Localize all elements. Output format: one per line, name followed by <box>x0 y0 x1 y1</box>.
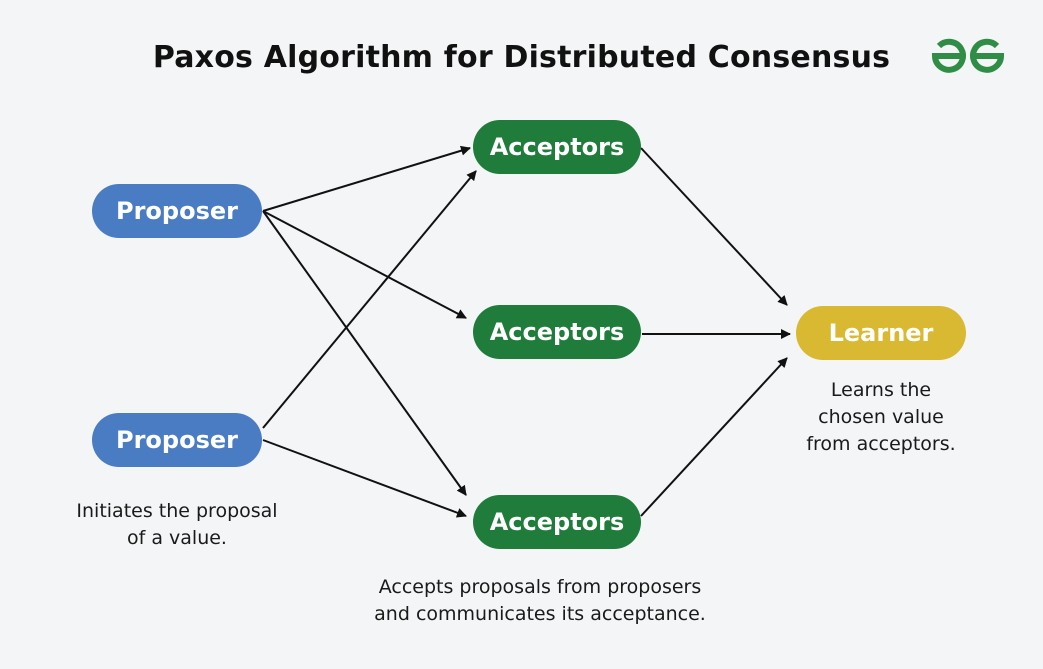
learner-caption: Learns the chosen value from acceptors. <box>781 377 981 458</box>
arrow-acceptor-top-to-learner <box>640 147 788 306</box>
proposer-caption-line: of a value. <box>127 527 227 549</box>
acceptor-label: Acceptors <box>489 133 625 161</box>
proposer-node-bottom: Proposer <box>92 413 262 467</box>
acceptor-label: Acceptors <box>489 508 625 536</box>
arrow-proposer-bottom-to-acceptor-bottom <box>262 439 467 518</box>
proposer-label: Proposer <box>116 426 238 454</box>
arrow-acceptor-bottom-to-learner <box>640 357 788 517</box>
geeksforgeeks-logo-icon <box>931 38 1005 73</box>
learner-caption-line: chosen value <box>818 406 944 428</box>
arrow-proposer-top-to-acceptor-bottom <box>262 210 467 496</box>
diagram-title-text: Paxos Algorithm for Distributed Consensu… <box>152 40 891 75</box>
arrow-proposer-bottom-to-acceptor-top <box>262 170 477 429</box>
proposer-label: Proposer <box>116 197 238 225</box>
acceptor-node-bottom: Acceptors <box>473 495 641 549</box>
acceptor-label: Acceptors <box>489 318 625 346</box>
arrow-proposer-top-to-acceptor-middle <box>262 210 467 319</box>
acceptor-node-middle: Acceptors <box>473 305 641 359</box>
acceptor-node-top: Acceptors <box>473 120 641 174</box>
diagram-title: Paxos Algorithm for Distributed Consensu… <box>0 40 1043 75</box>
arrow-proposer-top-to-acceptor-top <box>262 145 471 212</box>
acceptor-caption-line: and communicates its acceptance. <box>374 603 706 625</box>
learner-node: Learner <box>796 306 966 360</box>
acceptor-caption-line: Accepts proposals from proposers <box>378 576 702 598</box>
proposer-caption-line: Initiates the proposal <box>76 500 278 522</box>
learner-caption-line: from acceptors. <box>806 433 956 455</box>
learner-caption-line: Learns the <box>830 379 932 401</box>
proposer-caption: Initiates the proposal of a value. <box>42 498 312 552</box>
learner-label: Learner <box>828 319 934 347</box>
proposer-node-top: Proposer <box>92 184 262 238</box>
acceptor-caption: Accepts proposals from proposers and com… <box>330 574 750 628</box>
